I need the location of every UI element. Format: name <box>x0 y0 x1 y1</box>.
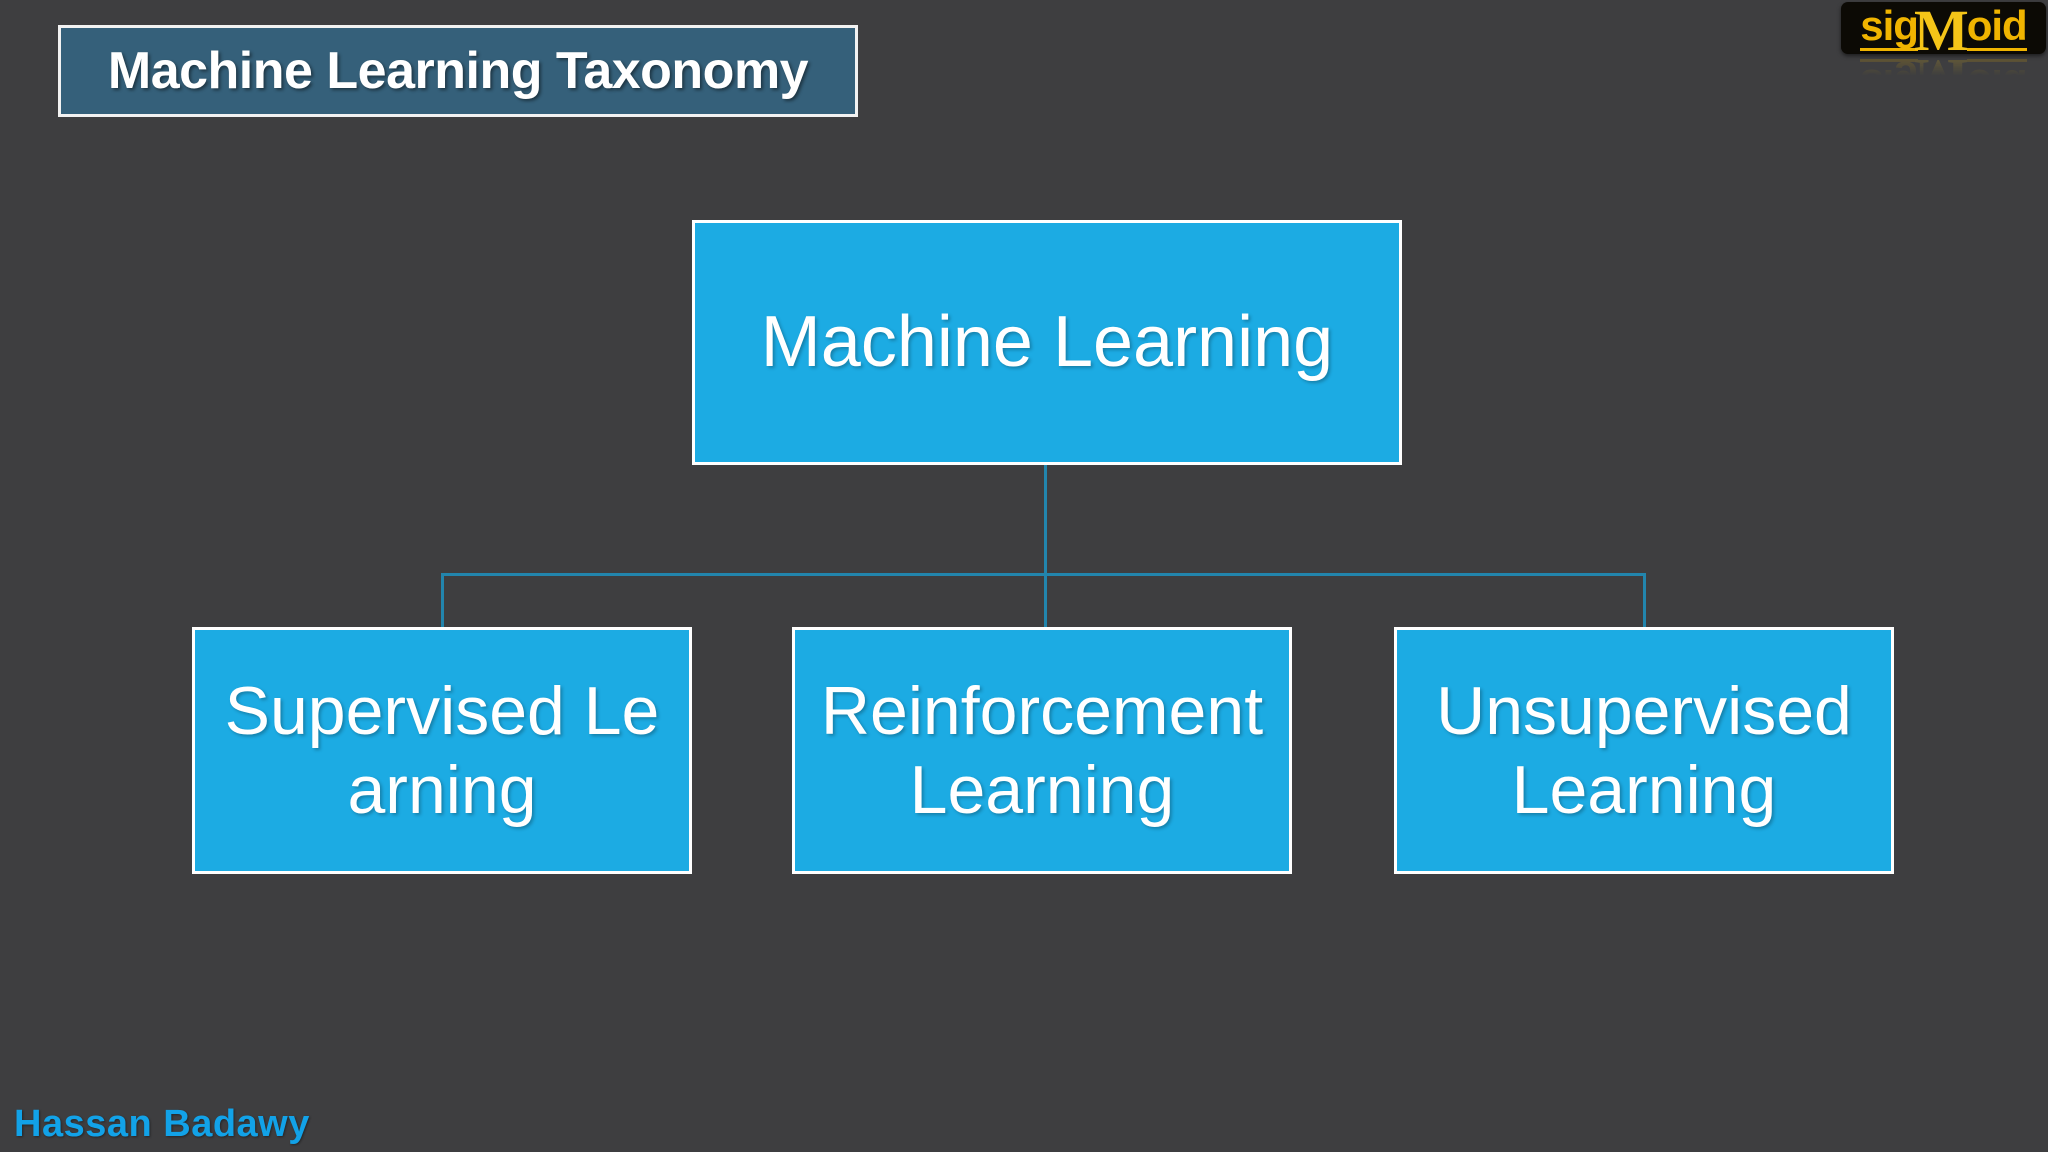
connector-root-vertical <box>1044 465 1047 575</box>
node-machine-learning-label: Machine Learning <box>760 301 1334 382</box>
logo-reflection-m: M <box>1914 56 1969 76</box>
logo-reflection-oid: oid <box>1966 59 2027 76</box>
node-reinforcement-learning[interactable]: Reinforcement Learning <box>792 627 1292 874</box>
node-reinforcement-learning-label: Reinforcement Learning <box>820 673 1264 828</box>
node-supervised-learning[interactable]: Supervised Learning <box>192 627 692 874</box>
logo-text-oid: oid <box>1966 2 2028 51</box>
node-unsupervised-learning-label: Unsupervised Learning <box>1436 673 1852 828</box>
logo-reflection-sig: sig <box>1860 59 1918 76</box>
node-unsupervised-learning[interactable]: Unsupervised Learning <box>1394 627 1894 874</box>
connector-branch-middle <box>1044 573 1047 630</box>
connector-horizontal-bar <box>441 573 1646 576</box>
logo-text-sig: sig <box>1860 2 1919 51</box>
connector-branch-left <box>441 573 444 630</box>
page-title-box: Machine Learning Taxonomy <box>58 25 858 117</box>
logo-text-m: M <box>1913 2 1969 54</box>
page-title: Machine Learning Taxonomy <box>107 42 809 100</box>
logo-plate: sig M oid <box>1841 2 2046 54</box>
logo-reflection: sig M oid <box>1841 56 2046 76</box>
node-supervised-learning-label: Supervised Learning <box>224 673 660 828</box>
connector-branch-right <box>1643 573 1646 630</box>
node-machine-learning[interactable]: Machine Learning <box>692 220 1402 465</box>
sigmoid-logo: sig M oid sig M oid <box>1833 0 2048 78</box>
author-credit: Hassan Badawy <box>14 1103 310 1145</box>
